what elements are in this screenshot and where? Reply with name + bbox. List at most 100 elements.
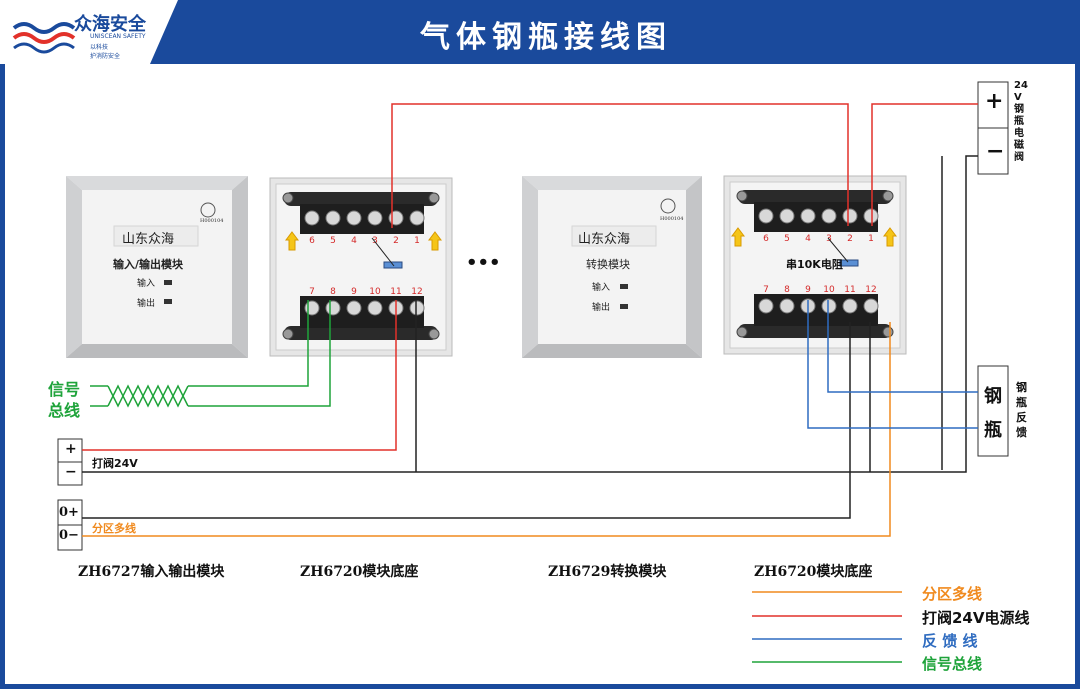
cylinder-side-label: 钢瓶反馈 (1016, 381, 1027, 439)
terminal-label: 8 (330, 287, 336, 297)
resistor-icon (839, 259, 859, 267)
terminal-label: 4 (805, 234, 811, 244)
wires (82, 103, 978, 537)
terminal-label: 8 (784, 285, 790, 295)
terminal-label: 6 (763, 234, 769, 244)
zone-plus: 0+ (59, 505, 79, 520)
terminal-screw (779, 298, 795, 314)
page-title: 气体钢瓶接线图 (420, 20, 672, 55)
terminal-label: 11 (390, 287, 401, 297)
up-arrow-icon (428, 231, 442, 251)
logo-sub1: 以科技 (90, 44, 109, 51)
io-name: 输入/输出模块 (113, 258, 184, 271)
terminal-label: 5 (784, 234, 790, 244)
valve-plus: + (65, 441, 77, 457)
terminal-label: 5 (330, 236, 336, 246)
terminal-label: 1 (414, 236, 420, 246)
terminal-screw (800, 208, 816, 224)
terminal-label: 9 (351, 287, 357, 297)
io-input-led (164, 280, 172, 285)
terminal-label: 9 (805, 285, 811, 295)
terminal-label: 10 (369, 287, 381, 297)
conv-out-label: 输出 (592, 303, 611, 313)
terminal-screw (304, 300, 320, 316)
io-in-label: 输入 (137, 279, 156, 289)
terminal-screw (779, 208, 795, 224)
io-caption: ZH6727输入输出模块 (78, 564, 225, 580)
solenoid-side-label: 24V钢瓶电磁阀 (1014, 80, 1028, 163)
terminal-label: 7 (309, 287, 315, 297)
cylinder-label-2: 瓶 (984, 420, 1002, 441)
terminal-label: 6 (309, 236, 315, 246)
terminal-screw (304, 210, 320, 226)
logo-sub2: 护消防安全 (90, 53, 121, 60)
terminal-screw (325, 210, 341, 226)
zone-minus: 0− (59, 528, 79, 543)
resistor-label: 串10K电阻 (786, 258, 843, 271)
terminal-screw (388, 210, 404, 226)
logo-name: 众海安全 (74, 14, 146, 35)
legend-24v: 打阀24V电源线 (922, 609, 1030, 627)
terminal-label: 7 (763, 285, 769, 295)
io-out-label: 输出 (137, 299, 156, 309)
terminal-label: 4 (351, 236, 357, 246)
io-cert: H000104 (200, 218, 224, 224)
ellipsis: ••• (466, 252, 501, 273)
conv-brand: 山东众海 (578, 232, 631, 247)
terminal-label: 2 (393, 236, 399, 246)
solenoid-minus: − (986, 138, 1005, 164)
terminal-screw (863, 208, 879, 224)
terminal-label: 11 (844, 285, 855, 295)
terminal-screw (758, 298, 774, 314)
terminal-screw (409, 210, 425, 226)
valve-minus: − (65, 464, 77, 480)
terminal-label: 2 (847, 234, 853, 244)
up-arrow-icon (731, 227, 745, 247)
terminal-screw (821, 298, 837, 314)
conv-caption: ZH6729转换模块 (548, 564, 667, 580)
logo: 众海安全 UNISCEAN SAFETY 以科技 护消防安全 (0, 0, 178, 64)
up-arrow-icon (285, 231, 299, 251)
terminal-screw (409, 300, 425, 316)
terminal-screw (842, 208, 858, 224)
solenoid-plus: + (985, 88, 1004, 114)
signal-label-2: 总线 (48, 401, 81, 420)
io-module (66, 176, 248, 358)
terminal-screw (821, 208, 837, 224)
conv-cert: H000104 (660, 216, 684, 222)
terminal-label: 12 (865, 285, 876, 295)
terminal-screw (346, 210, 362, 226)
io-output-led (164, 299, 172, 304)
zone-line-label: 分区多线 (92, 522, 136, 535)
cylinder-box (977, 365, 1009, 457)
terminal-screw (346, 300, 362, 316)
terminal-label: 1 (868, 234, 874, 244)
terminal-screw (758, 208, 774, 224)
terminal-label: 3 (372, 236, 378, 246)
base2-caption: ZH6720模块底座 (754, 564, 873, 580)
conv-in-label: 输入 (592, 283, 611, 293)
legend-zone: 分区多线 (922, 585, 983, 603)
legend-feedback: 反 馈 线 (922, 632, 978, 650)
io-brand: 山东众海 (122, 232, 175, 247)
up-arrow-icon (883, 227, 897, 247)
terminal-screw (367, 300, 383, 316)
conv-output-led (620, 304, 628, 309)
legend-signal: 信号总线 (922, 655, 983, 673)
converter-module (522, 176, 702, 358)
terminal-screw (863, 298, 879, 314)
logo-wave-icon (12, 22, 76, 54)
logo-en: UNISCEAN SAFETY (90, 33, 146, 40)
conv-input-led (620, 284, 628, 289)
conv-name: 转换模块 (586, 258, 630, 271)
header-bar: 众海安全 UNISCEAN SAFETY 以科技 护消防安全 气体钢瓶接线图 (0, 0, 1080, 64)
cylinder-label-1: 钢 (984, 386, 1002, 407)
terminal-screw (367, 210, 383, 226)
terminal-label: 10 (823, 285, 835, 295)
terminal-screw (325, 300, 341, 316)
terminal-screw (842, 298, 858, 314)
valve-24v-label: 打阀24V (92, 457, 138, 470)
